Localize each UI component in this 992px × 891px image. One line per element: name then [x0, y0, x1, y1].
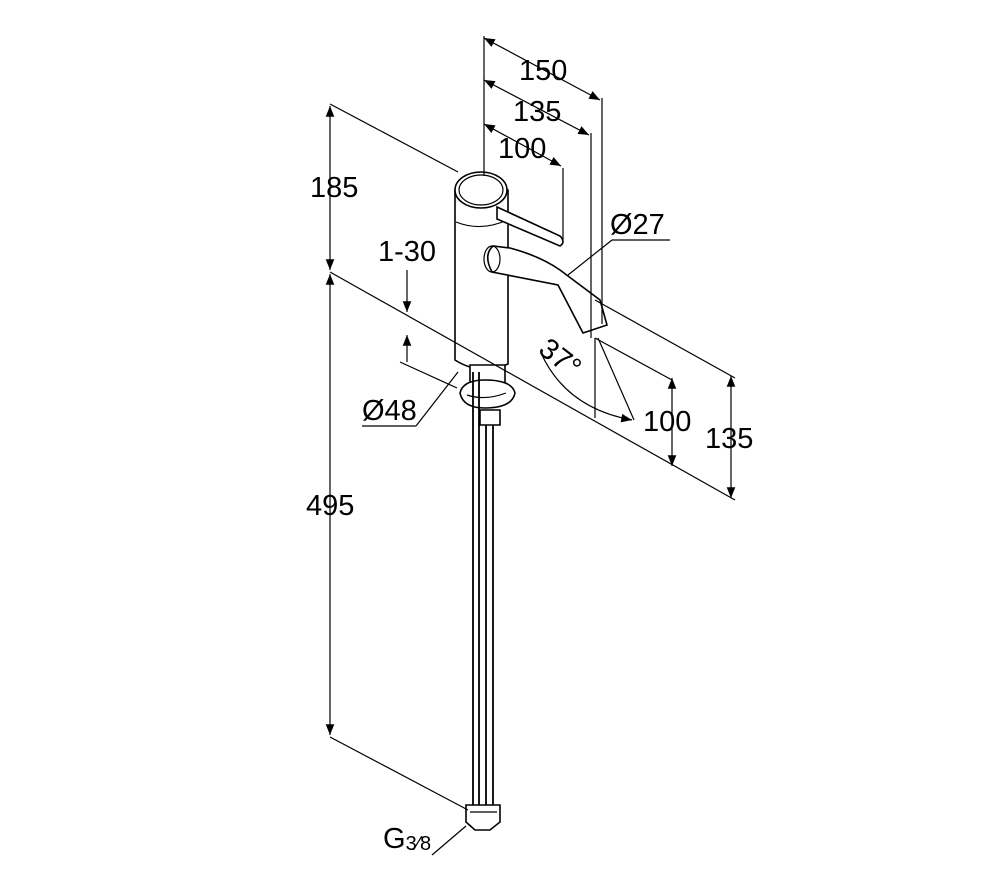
- dim-angle: 37°: [533, 332, 587, 384]
- dimension-labels: 150 135 100 185 1-30 Ø27 Ø48 37° 100 135…: [306, 55, 753, 855]
- dim-top-135: 135: [513, 96, 561, 128]
- dim-thickness-range: 1-30: [378, 236, 436, 268]
- supply-hoses: [465, 372, 501, 831]
- dim-top-100: 100: [498, 133, 546, 165]
- mounting-base: [459, 364, 516, 426]
- dim-body-diameter: Ø48: [362, 395, 417, 427]
- faucet-spout: [483, 245, 608, 334]
- dim-height-495: 495: [306, 490, 354, 522]
- faucet-lever: [496, 205, 564, 247]
- dim-height-185: 185: [310, 172, 358, 204]
- dimension-lines: [325, 37, 736, 856]
- dim-right-100: 100: [643, 406, 691, 438]
- dim-top-150: 150: [519, 55, 567, 87]
- dim-right-135: 135: [705, 423, 753, 455]
- thread-label: G3⁄8: [383, 823, 431, 855]
- dim-spout-diameter: Ø27: [610, 209, 665, 241]
